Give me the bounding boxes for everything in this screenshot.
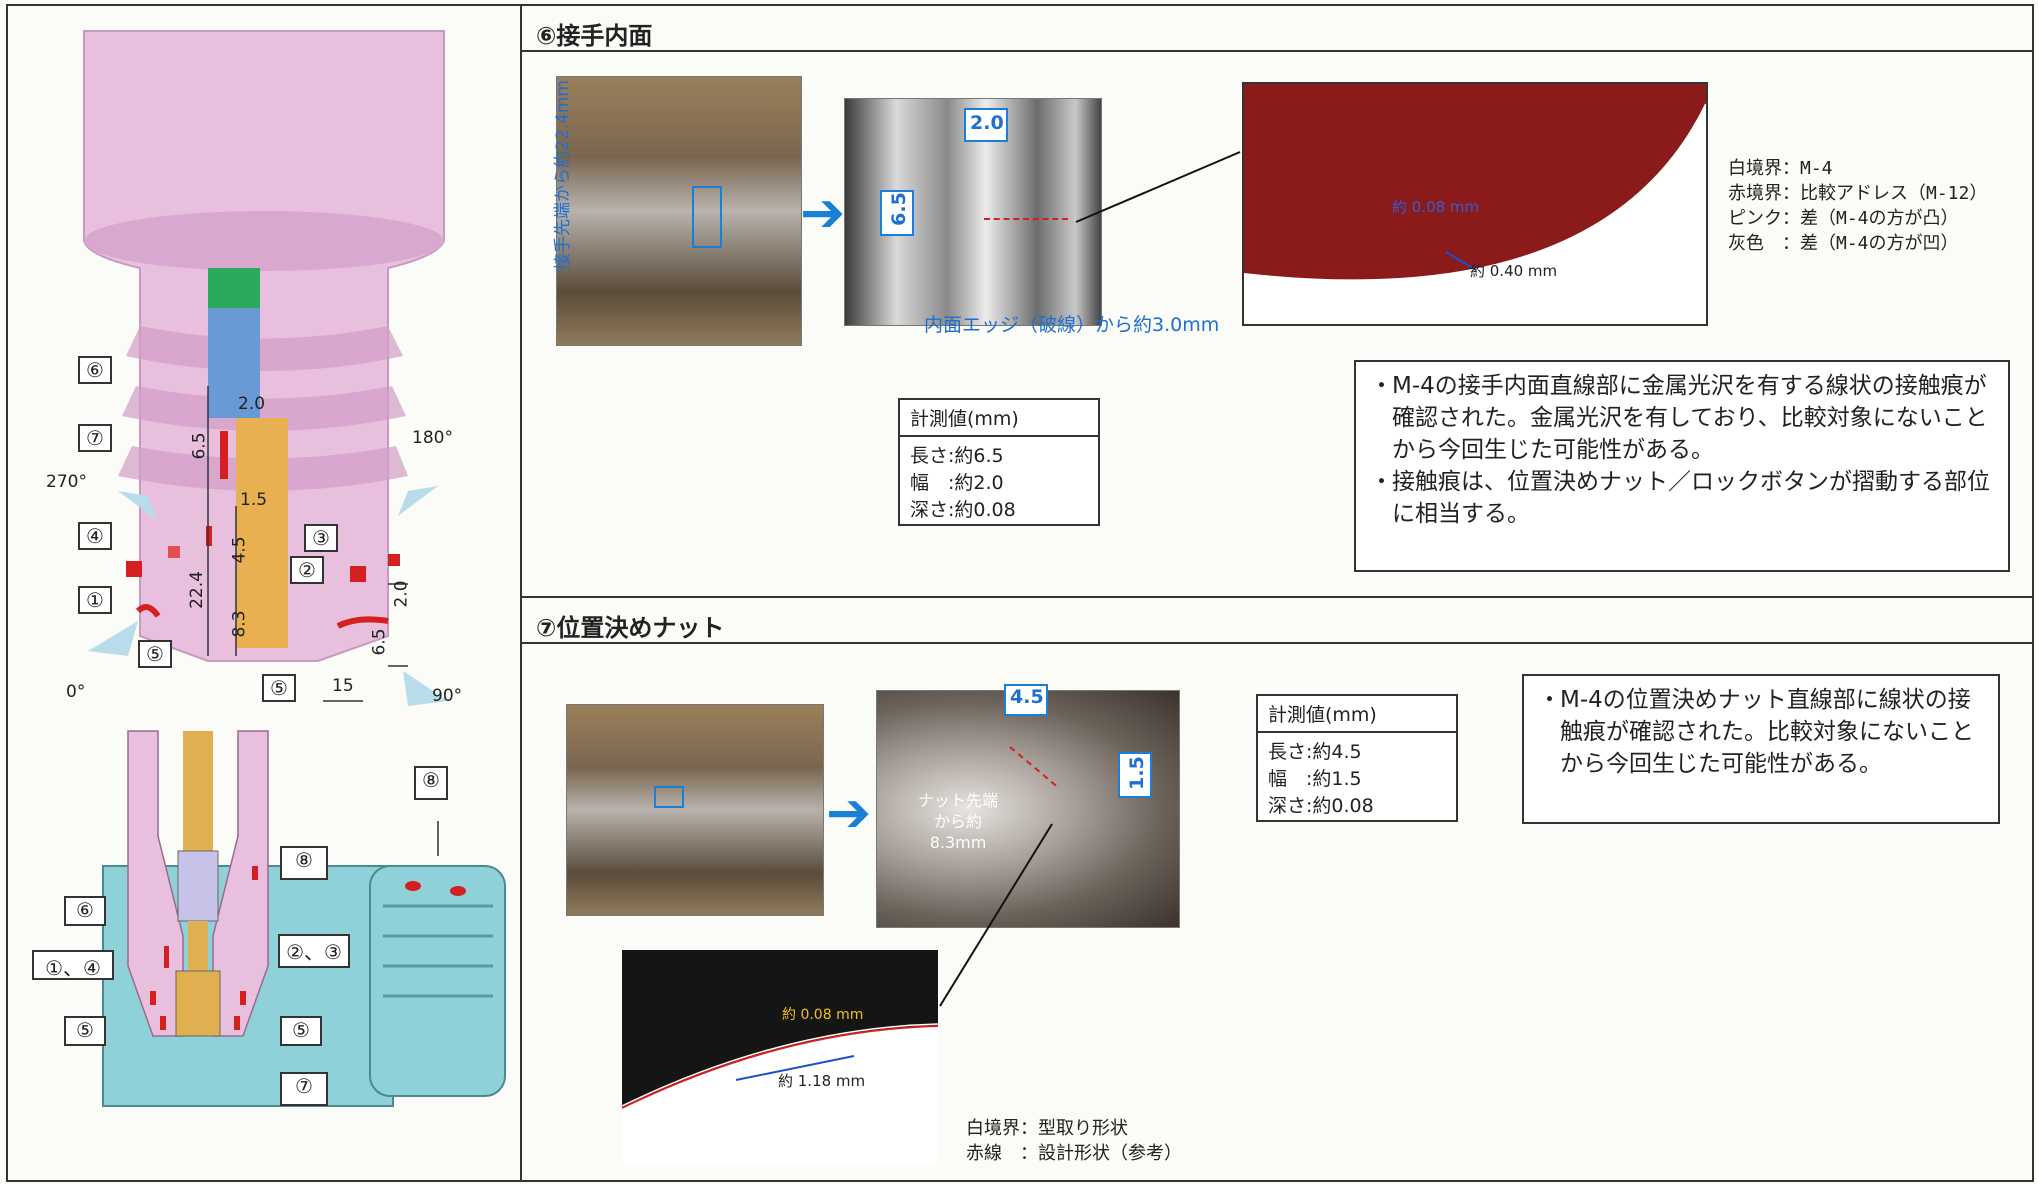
section7-title: ⑦位置決めナット: [536, 614, 725, 642]
dim-15: 15: [332, 676, 354, 696]
callout-5a: ⑤: [138, 640, 172, 668]
section6-legend-2: ピンク：差（M-4の方が凸）: [1728, 208, 1959, 229]
section6-leader-line: [1075, 151, 1241, 223]
section6-edge-caption: 内面エッジ（破線）から約3.0mm: [924, 314, 1220, 336]
angle-270: 270°: [46, 472, 87, 492]
section7-notes: M-4の位置決めナット直線部に線状の接触痕が確認された。比較対象にないことから今…: [1522, 674, 2000, 824]
section6-title-rule: [522, 50, 2034, 52]
section7-dim-top-box: [1004, 684, 1048, 716]
section6-measure-box: 計測値(mm) 長さ:約6.5 幅 :約2.0 深さ:約0.08: [898, 398, 1100, 526]
lower-callout-23: ②、③: [278, 934, 350, 968]
mark-6: [220, 431, 228, 479]
dim-4-5: 4.5: [229, 536, 250, 564]
lower-callout-8: ⑧: [280, 846, 328, 880]
section6-dim-side: 6.5: [887, 192, 910, 226]
section7-top-rule: [522, 596, 2034, 598]
callout-5b: ⑤: [262, 674, 296, 702]
section7-leader-line: [939, 823, 1053, 1007]
section6-notes: M-4の接手内面直線部に金属光沢を有する線状の接触痕が確認された。金属光沢を有し…: [1354, 360, 2010, 572]
section7-measure-depth: 深さ:約0.08: [1268, 795, 1374, 817]
callout-1: ①: [78, 586, 112, 614]
angle-90: 90°: [432, 686, 463, 706]
section7-scan-panel: [622, 950, 938, 1164]
callout-3: ③: [304, 524, 338, 552]
section6-legend-1: 赤境界：比較アドレス（M-12）: [1728, 183, 1988, 204]
section6-measure-depth: 深さ:約0.08: [910, 499, 1016, 521]
section6-measure-title: 計測値(mm): [900, 400, 1098, 437]
angle-180: 180°: [412, 428, 453, 448]
mark-1: [126, 561, 142, 577]
section7-photo-highlight: [654, 786, 684, 808]
connector-illustration: [83, 30, 506, 1107]
section7-photo-caption: ナット先端から約8.3mm: [918, 791, 999, 852]
callout-7: ⑦: [78, 424, 112, 452]
section7-arrow: ➔: [826, 781, 872, 844]
lower-callout-5a: ⑤: [64, 1016, 106, 1046]
section6-dim-top-box: [964, 108, 1008, 142]
mark-4: [168, 546, 180, 558]
mark-3: [388, 554, 400, 566]
section7-photo-closeup: [876, 690, 1180, 928]
dim-6-5: 6.5: [189, 432, 210, 460]
section7-legend: 白境界：型取り形状 赤線 ：設計形状（参考）: [966, 1116, 1182, 1166]
section6-note-0: M-4の接手内面直線部に金属光沢を有する線状の接触痕が確認された。金属光沢を有し…: [1370, 370, 1994, 466]
section6-arrow: ➔: [800, 181, 846, 244]
page-frame: [6, 4, 2034, 1182]
dim-6-5b: 6.5: [369, 628, 390, 656]
section6-scan-dim2: 約 0.40 mm: [1470, 262, 1558, 280]
section7-dim-side: 1.5: [1125, 756, 1148, 790]
section7-measure-width: 幅 :約1.5: [1268, 768, 1362, 790]
section6-dim-side-box: [880, 190, 914, 236]
section6-measure-width: 幅 :約2.0: [910, 472, 1004, 494]
section6-photo-overview: [556, 76, 802, 346]
section6-scan-svg: [1244, 84, 1706, 282]
section6-legend: 白境界：M-4 赤境界：比較アドレス（M-12） ピンク：差（M-4の方が凸） …: [1728, 156, 1987, 256]
callout-4: ④: [78, 522, 112, 550]
dim-1-5: 1.5: [240, 490, 268, 510]
callout-2: ②: [290, 556, 324, 584]
section7-legend-0: 白境界：型取り形状: [966, 1118, 1128, 1139]
mark-2: [350, 566, 366, 582]
lower-callout-6: ⑥: [64, 896, 106, 926]
dim-2-0: 2.0: [238, 394, 266, 414]
dim-2-0b: 2.0: [391, 580, 412, 608]
section6-legend-3: 灰色 ：差（M-4の方が凹）: [1728, 233, 1959, 254]
dim-8-3: 8.3: [229, 610, 250, 638]
section7-scan-dim2: 約 1.18 mm: [778, 1072, 866, 1090]
section6-title: ⑥接手内面: [536, 22, 653, 50]
section7-measure-title: 計測値(mm): [1258, 696, 1456, 733]
section6-scan-dim1: 約 0.08 mm: [1392, 198, 1480, 216]
callout-6: ⑥: [78, 356, 112, 384]
section6-note-1: 接触痕は、位置決めナット／ロックボタンが摺動する部位に相当する。: [1370, 466, 1994, 530]
section6-dashed-edge: [984, 218, 1068, 220]
lower-callout-5b: ⑤: [280, 1016, 322, 1046]
lower-callout-14: ①、④: [32, 950, 114, 980]
section7-legend-1: 赤線 ：設計形状（参考）: [966, 1143, 1182, 1164]
section6-scan-panel: [1242, 82, 1708, 326]
section6-measure-length: 長さ:約6.5: [910, 445, 1004, 467]
angle-0: 0°: [66, 682, 86, 702]
section7-measure-box: 計測値(mm) 長さ:約4.5 幅 :約1.5 深さ:約0.08: [1256, 694, 1458, 822]
section7-scan-dim1: 約 0.08 mm: [782, 1007, 864, 1023]
callout-8: ⑧: [414, 766, 448, 800]
section6-dim-top: 2.0: [970, 112, 1004, 134]
section6-photo-vertical-label: 接手先端から約22.4mm: [553, 80, 573, 270]
section7-photo-overview: [566, 704, 824, 916]
mark-7: [206, 526, 212, 546]
section7-dim-side-box: [1118, 752, 1152, 798]
lower-callout-7: ⑦: [280, 1072, 328, 1106]
section7-scan-svg: [622, 950, 938, 1109]
section7-title-rule: [522, 642, 2034, 644]
section6-photo-highlight: [692, 186, 722, 248]
column-divider: [520, 4, 522, 1182]
section7-note-0: M-4の位置決めナット直線部に線状の接触痕が確認された。比較対象にないことから今…: [1538, 684, 1984, 780]
section7-dim-top: 4.5: [1010, 686, 1044, 708]
dim-22-4: 22.4: [186, 571, 207, 609]
section6-legend-0: 白境界：M-4: [1728, 158, 1833, 179]
section7-measure-length: 長さ:約4.5: [1268, 741, 1362, 763]
